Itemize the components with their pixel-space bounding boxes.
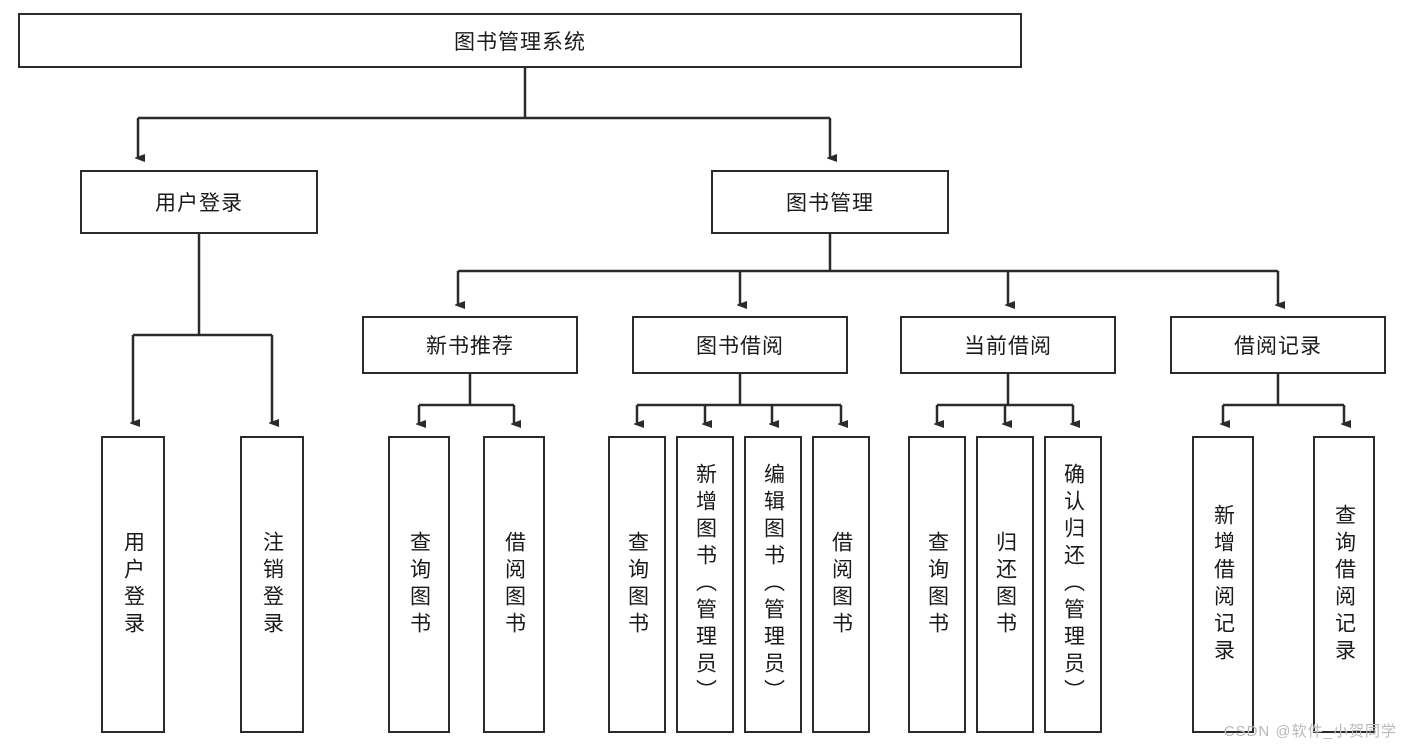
- node-leaf-confirm-return[interactable]: 确认归还（管理员）: [1044, 436, 1102, 733]
- watermark: CSDN @软件_小贺同学: [1223, 723, 1397, 740]
- node-leaf-add-record[interactable]: 新增借阅记录: [1192, 436, 1254, 733]
- node-leaf-query-book-3-label: 查询图书: [925, 530, 949, 639]
- node-leaf-logout-label: 注销登录: [260, 530, 284, 639]
- node-current-borrow-label: 当前借阅: [964, 335, 1052, 358]
- node-current-borrow[interactable]: 当前借阅: [900, 316, 1116, 374]
- node-leaf-confirm-return-label: 确认归还（管理员）: [1061, 463, 1085, 706]
- node-leaf-query-book-3[interactable]: 查询图书: [908, 436, 966, 733]
- node-leaf-query-record-label: 查询借阅记录: [1332, 503, 1356, 666]
- node-borrow-record[interactable]: 借阅记录: [1170, 316, 1386, 374]
- node-leaf-edit-book-label: 编辑图书（管理员）: [761, 463, 785, 706]
- node-leaf-add-record-label: 新增借阅记录: [1211, 503, 1235, 666]
- node-leaf-add-book[interactable]: 新增图书（管理员）: [676, 436, 734, 733]
- node-leaf-query-book-2[interactable]: 查询图书: [608, 436, 666, 733]
- node-leaf-add-book-label: 新增图书（管理员）: [693, 463, 717, 706]
- node-leaf-borrow-book-1-label: 借阅图书: [502, 530, 526, 639]
- node-leaf-return-book-label: 归还图书: [993, 530, 1017, 639]
- node-leaf-query-record[interactable]: 查询借阅记录: [1313, 436, 1375, 733]
- node-leaf-borrow-book-1[interactable]: 借阅图书: [483, 436, 545, 733]
- node-book-manage[interactable]: 图书管理: [711, 170, 949, 234]
- node-leaf-user-login-label: 用户登录: [121, 530, 145, 639]
- node-user-login-label: 用户登录: [155, 192, 243, 215]
- node-user-login[interactable]: 用户登录: [80, 170, 318, 234]
- node-book-borrow-label: 图书借阅: [696, 335, 784, 358]
- node-leaf-borrow-book-2[interactable]: 借阅图书: [812, 436, 870, 733]
- node-leaf-user-login[interactable]: 用户登录: [101, 436, 165, 733]
- node-leaf-query-book-2-label: 查询图书: [625, 530, 649, 639]
- node-leaf-logout[interactable]: 注销登录: [240, 436, 304, 733]
- node-leaf-query-book-1-label: 查询图书: [407, 530, 431, 639]
- node-new-book-rec-label: 新书推荐: [426, 335, 514, 358]
- node-leaf-edit-book[interactable]: 编辑图书（管理员）: [744, 436, 802, 733]
- node-leaf-return-book[interactable]: 归还图书: [976, 436, 1034, 733]
- node-leaf-query-book-1[interactable]: 查询图书: [388, 436, 450, 733]
- node-leaf-borrow-book-2-label: 借阅图书: [829, 530, 853, 639]
- node-book-borrow[interactable]: 图书借阅: [632, 316, 848, 374]
- node-new-book-rec[interactable]: 新书推荐: [362, 316, 578, 374]
- node-book-manage-label: 图书管理: [786, 192, 874, 215]
- node-root-label: 图书管理系统: [454, 30, 586, 54]
- node-borrow-record-label: 借阅记录: [1234, 335, 1322, 358]
- node-root[interactable]: 图书管理系统: [18, 13, 1022, 68]
